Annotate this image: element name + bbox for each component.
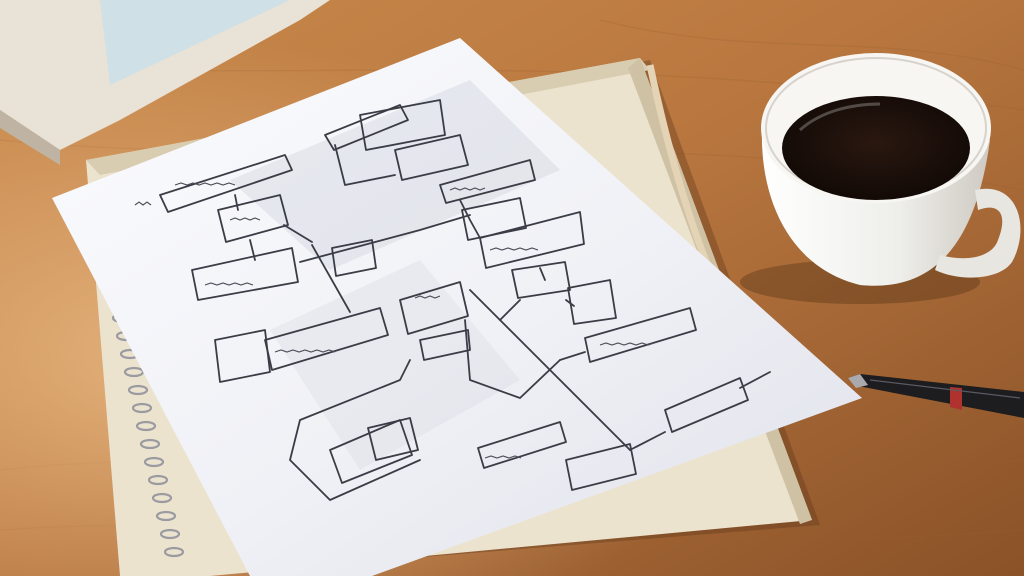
coffee-cup xyxy=(761,53,1021,286)
hand-drawn-flowchart xyxy=(159,99,771,501)
cup-handle xyxy=(935,188,1021,278)
fountain-pen xyxy=(848,374,1024,418)
paper-sheet xyxy=(52,38,862,576)
coffee xyxy=(782,96,970,200)
scribbled-labels xyxy=(134,182,655,459)
window-frame xyxy=(0,0,330,165)
